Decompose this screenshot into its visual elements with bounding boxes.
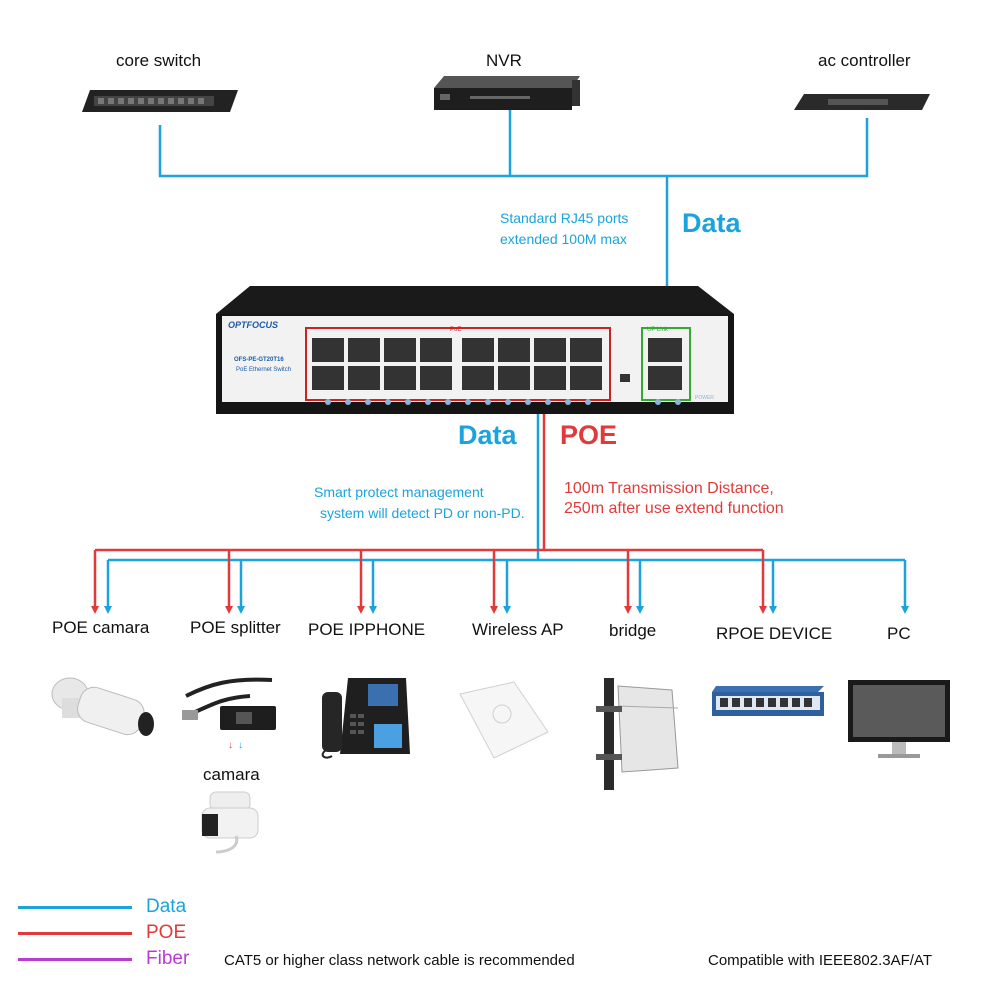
poe-label-mid: POE <box>560 420 618 450</box>
ac-controller-image <box>794 94 930 110</box>
legend-label-fiber: Fiber <box>146 948 190 969</box>
ip-phone-image <box>321 678 410 759</box>
switch-uplink-group: UP Link <box>647 327 668 333</box>
svg-text:↓: ↓ <box>238 740 243 751</box>
poe-switch-image <box>216 286 734 414</box>
switch-subtitle: PoE Ethernet Switch <box>236 367 292 373</box>
svg-text:↓: ↓ <box>228 740 233 751</box>
bridge-image <box>596 678 679 790</box>
core-switch-label: core switch <box>116 51 202 70</box>
poe-splitter-image: ↓ ↓ <box>182 677 276 751</box>
camara-image <box>201 791 259 854</box>
endpoint-label: bridge <box>609 621 657 640</box>
data-label-top: Data <box>682 208 741 238</box>
poe-camera-image <box>51 677 154 736</box>
endpoint-label: POE splitter <box>190 618 281 637</box>
protect-note-line: system will detect PD or non-PD. <box>320 505 525 521</box>
wireless-ap-image <box>459 681 549 759</box>
switch-model: OFS-PE-GT20T16 <box>234 357 284 363</box>
endpoint-label: Wireless AP <box>472 620 564 639</box>
uplink-note: Standard RJ45 ports extended 100M max <box>500 208 628 250</box>
protect-note: Smart protect management system will det… <box>314 482 525 524</box>
protect-note-line: Smart protect management <box>314 484 484 500</box>
legend-line-data <box>18 906 132 909</box>
endpoint-label: POE camara <box>52 618 150 637</box>
legend-label-data: Data <box>146 896 187 917</box>
pc-monitor-image <box>848 680 950 758</box>
legend-label-poe: POE <box>146 922 187 943</box>
distance-note-line: 100m Transmission Distance, <box>564 480 774 497</box>
footer-compatibility-note: Compatible with IEEE802.3AF/AT <box>708 952 932 969</box>
switch-poe-group: PoE <box>450 327 462 333</box>
distance-note: 100m Transmission Distance, 250m after u… <box>564 479 784 519</box>
nvr-label: NVR <box>486 51 522 70</box>
uplink-note-line: Standard RJ45 ports <box>500 210 629 226</box>
ac-controller-label: ac controller <box>818 51 911 70</box>
legend-line-fiber <box>18 958 132 961</box>
endpoint-label: RPOE DEVICE <box>716 624 833 643</box>
switch-power: POWER <box>695 395 714 401</box>
rpoe-device-image <box>712 686 824 716</box>
camara-label: camara <box>203 765 260 784</box>
distance-note-line: 250m after use extend function <box>564 500 784 517</box>
footer-cable-note: CAT5 or higher class network cable is re… <box>224 952 575 969</box>
data-label-mid: Data <box>458 420 517 450</box>
uplink-note-line: extended 100M max <box>500 231 627 247</box>
legend-line-poe <box>18 932 132 935</box>
core-switch-image <box>82 90 238 112</box>
nvr-image <box>434 76 580 110</box>
endpoint-label: PC <box>887 624 911 643</box>
switch-brand: OPTFOCUS <box>228 320 279 330</box>
endpoint-label: POE IPPHONE <box>308 620 426 639</box>
